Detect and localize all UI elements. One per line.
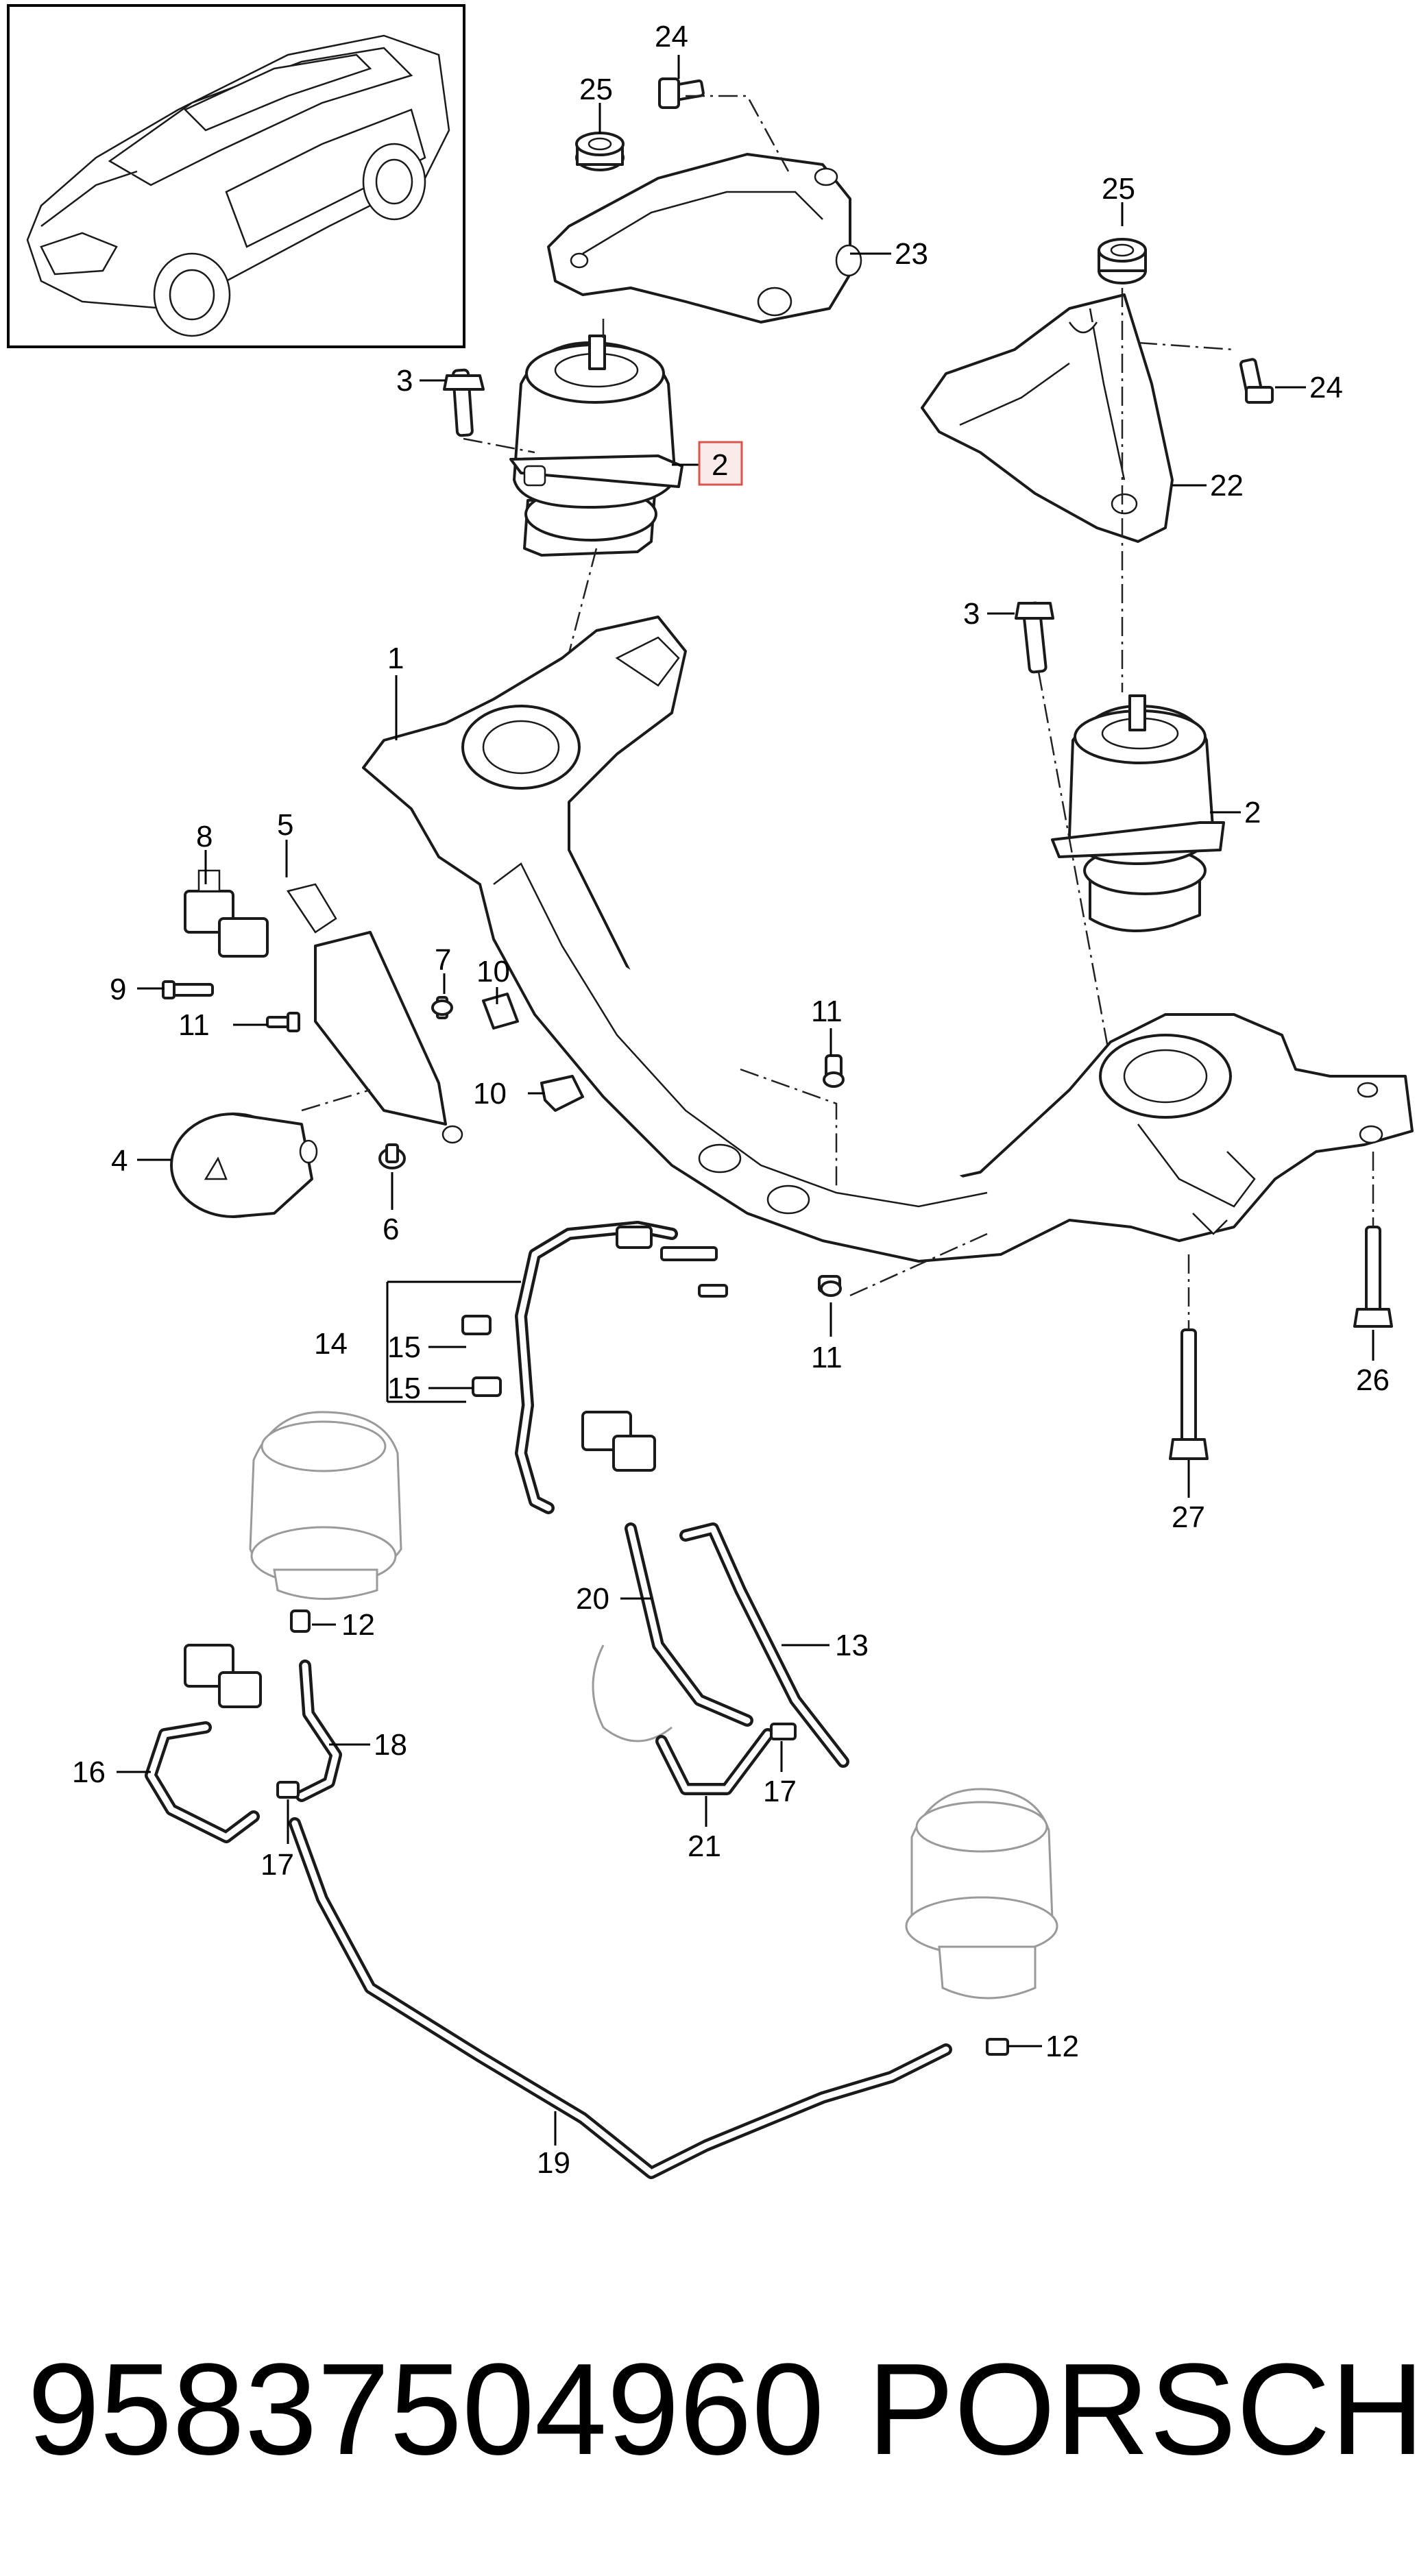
leader-lines xyxy=(117,55,1374,2146)
callout-12-bottom: 12 xyxy=(1045,2030,1079,2063)
ghost-mount-right xyxy=(905,1788,1058,2000)
bolt-11-low xyxy=(818,1275,842,1297)
callout-17-right: 17 xyxy=(763,1775,797,1808)
callout-25-top: 25 xyxy=(579,73,613,106)
callout-25-right: 25 xyxy=(1102,172,1135,206)
callout-15-top: 15 xyxy=(387,1330,421,1364)
engine-mount-2-right xyxy=(1051,694,1225,932)
nut-25-top xyxy=(575,132,625,171)
callout-17-left: 17 xyxy=(261,1848,294,1882)
callout-5: 5 xyxy=(277,808,293,842)
bolt-11-mid xyxy=(823,1054,845,1088)
vacuum-hoses xyxy=(145,1221,952,2179)
brand-name: PORSCHE xyxy=(867,2337,1417,2482)
bolt-3-right xyxy=(1015,601,1054,674)
ghost-reservoir xyxy=(592,1644,673,1742)
connectors xyxy=(276,1226,1009,2056)
callout-6: 6 xyxy=(383,1213,399,1246)
callout-18: 18 xyxy=(374,1728,407,1762)
bolt-6 xyxy=(378,1143,406,1169)
callout-3-left: 3 xyxy=(396,364,413,398)
axis-line xyxy=(740,1068,838,1186)
callout-20: 20 xyxy=(576,1582,609,1616)
callout-15-bottom: 15 xyxy=(387,1372,421,1405)
callout-10-bottom: 10 xyxy=(473,1077,507,1110)
callout-11-left: 11 xyxy=(178,1008,210,1042)
callout-labels: 24 25 23 3 2 25 24 22 3 1 2 8 5 7 9 10 1… xyxy=(72,20,1390,2180)
callout-12-top: 12 xyxy=(341,1608,375,1642)
nut-25-right xyxy=(1098,238,1147,284)
callout-11-low: 11 xyxy=(811,1341,843,1374)
bolt-24-right xyxy=(1239,358,1274,404)
axis-line xyxy=(1137,341,1235,351)
callout-16: 16 xyxy=(72,1755,106,1789)
clip-10-bottom xyxy=(540,1075,584,1112)
callout-27: 27 xyxy=(1172,1500,1205,1534)
valve-lower-left xyxy=(184,1644,262,1708)
callout-22: 22 xyxy=(1210,469,1244,502)
callout-24-top: 24 xyxy=(655,20,688,53)
callout-14: 14 xyxy=(314,1327,348,1361)
callout-13: 13 xyxy=(835,1629,869,1662)
bolt-11-left xyxy=(266,1012,300,1032)
part-number: 95837504960 xyxy=(27,2337,824,2482)
callout-9: 9 xyxy=(110,973,126,1006)
bolt-26 xyxy=(1353,1226,1393,1328)
callout-8: 8 xyxy=(196,820,213,853)
bolt-27 xyxy=(1169,1328,1209,1460)
callout-26: 26 xyxy=(1356,1363,1390,1397)
vehicle-thumbnail xyxy=(7,4,465,348)
support-bracket-23 xyxy=(547,153,862,324)
axis-line xyxy=(1037,671,1112,1063)
bracket-5 xyxy=(286,883,463,1144)
callout-24-right: 24 xyxy=(1309,371,1343,404)
bolt-24-top xyxy=(658,77,705,109)
axis-line xyxy=(301,1089,371,1112)
callout-3-right: 3 xyxy=(963,597,980,631)
callout-11-mid: 11 xyxy=(811,995,843,1028)
axis-line xyxy=(849,1232,988,1297)
clip-10-top xyxy=(482,993,519,1030)
bolt-7 xyxy=(431,996,453,1019)
vacuum-reservoir-4 xyxy=(170,1113,318,1218)
bolt-3-left xyxy=(443,368,485,437)
callout-7: 7 xyxy=(435,943,451,977)
subframe-1 xyxy=(362,616,1414,1263)
engine-mount-2-highlighted xyxy=(509,335,683,557)
callout-10-top: 10 xyxy=(476,955,510,988)
callout-1: 1 xyxy=(387,642,404,675)
callout-2-highlighted: 2 xyxy=(712,448,728,482)
callout-21: 21 xyxy=(688,1830,721,1863)
support-bracket-22 xyxy=(921,293,1174,543)
valve-lower-center xyxy=(581,1411,656,1472)
callout-4: 4 xyxy=(111,1144,128,1178)
callout-2-right: 2 xyxy=(1244,796,1261,829)
highlight-box xyxy=(698,441,743,486)
callout-19: 19 xyxy=(537,2146,570,2180)
valve-8 xyxy=(184,869,269,958)
axis-line xyxy=(463,437,535,454)
callout-23: 23 xyxy=(895,237,928,271)
ghost-mount-left xyxy=(249,1411,402,1600)
bolt-9 xyxy=(162,980,214,999)
